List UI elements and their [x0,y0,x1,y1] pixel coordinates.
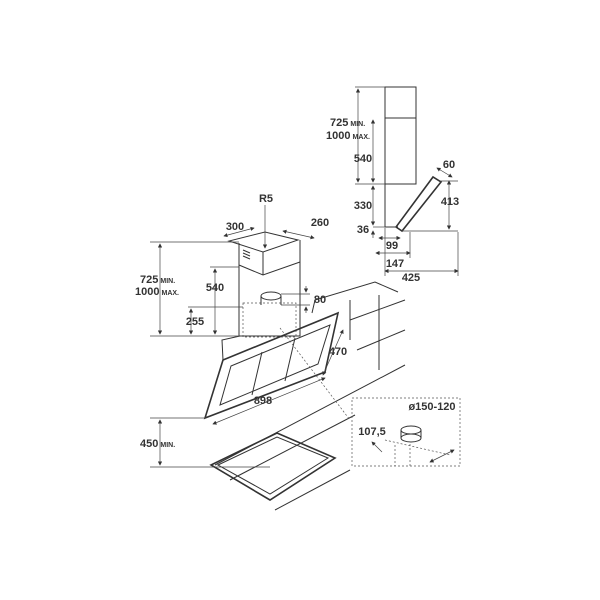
side-dim-413: 413 [441,196,459,208]
dim-898: 898 [254,395,272,407]
side-glass-panel [394,175,443,233]
main-min-label: MIN. [160,278,175,285]
motor-box [242,302,297,338]
side-height-max: 1000 [326,130,350,142]
detail-offset: 107,5 [358,426,386,438]
side-dim-330: 330 [354,200,372,212]
main-max-label: MAX. [161,290,179,297]
side-max-label: MAX. [352,134,370,141]
main-height-min: 725 [140,274,158,286]
side-chimney [384,86,417,185]
side-dim-147: 147 [386,258,404,270]
dim-r5: R5 [259,193,273,205]
side-body [384,184,398,228]
hob-distance: 450 [140,438,158,450]
chimney-lower [238,262,301,337]
hob [209,432,337,501]
dim-260: 260 [311,217,329,229]
side-min-label: MIN. [350,121,365,128]
dim-540: 540 [206,282,224,294]
side-dim-60: 60 [443,159,455,171]
dim-80: 80 [314,294,326,306]
hob-min-label: MIN. [160,442,175,449]
dim-300: 300 [226,221,244,233]
dim-470: 470 [329,346,347,358]
side-dim-99: 99 [386,240,398,252]
outlet-detail-inset: ø150-120 107,5 [351,397,461,467]
side-dim-540: 540 [354,153,372,165]
dim-255: 255 [186,316,204,328]
outlet-collar [260,291,282,301]
side-height-min: 725 [330,117,348,129]
detail-diameter: ø150-120 [408,401,455,413]
countertop-back [311,281,399,314]
main-height-max: 1000 [135,286,159,298]
side-dim-36: 36 [357,224,369,236]
side-dim-425: 425 [402,272,420,284]
